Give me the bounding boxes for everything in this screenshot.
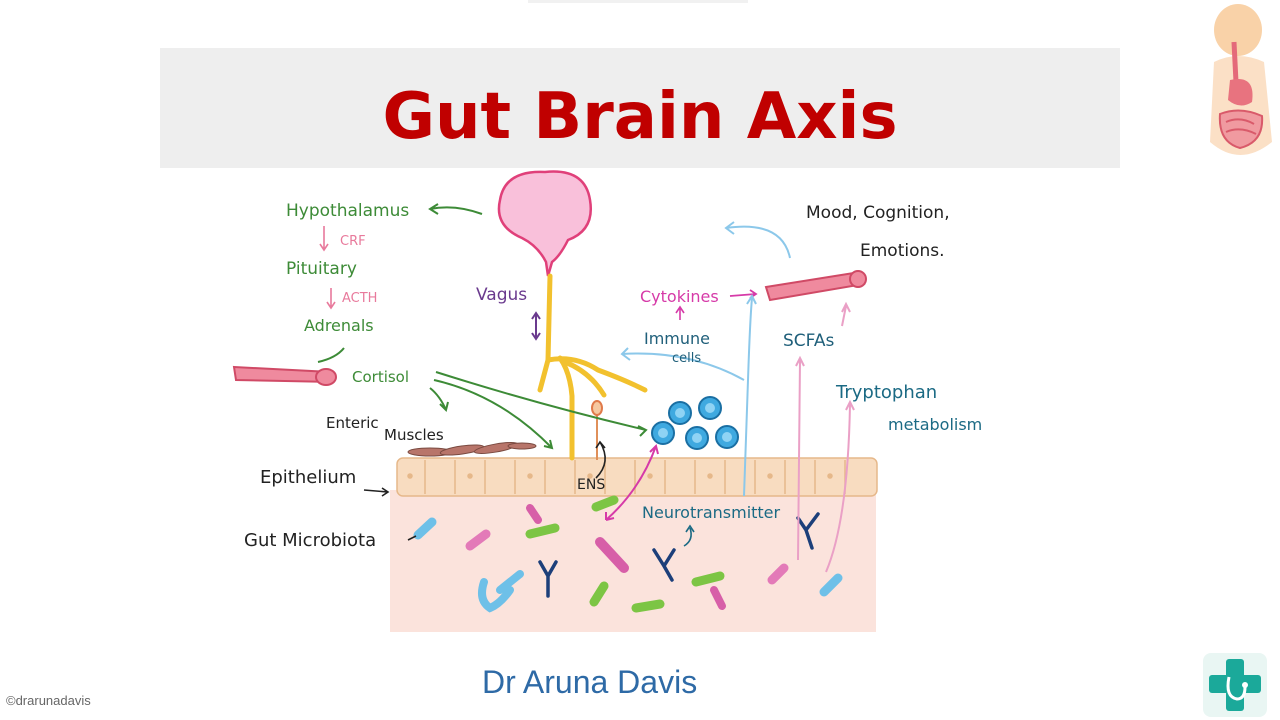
label-immune: Immune — [644, 329, 710, 348]
antibody-icons — [538, 512, 820, 598]
gut-microbiota-arrow — [407, 535, 417, 541]
label-metabolism: metabolism — [888, 415, 982, 434]
label-mood: Mood, Cognition, — [806, 203, 950, 223]
label-scfas: SCFAs — [783, 331, 835, 351]
label-cells: cells — [672, 351, 701, 366]
cortisol-to-immune-arrow — [435, 371, 648, 437]
label-tryptophan: Tryptophan — [835, 382, 937, 403]
page-title: Gut Brain Axis — [382, 80, 898, 154]
label-cytokines: Cytokines — [640, 287, 719, 306]
crf-arrow — [319, 226, 329, 252]
adrenals-to-cortisol-line — [317, 347, 345, 363]
enteric-muscle-cells — [407, 442, 537, 457]
label-enteric: Enteric — [326, 414, 379, 432]
immune-to-vagus-arrow — [620, 347, 745, 381]
label-ens: ENS — [577, 477, 605, 493]
label-epithelium: Epithelium — [260, 467, 356, 488]
label-gut-microbiota: Gut Microbiota — [244, 530, 376, 551]
brain-icon — [497, 170, 592, 277]
immune-to-cytokines-arrow — [675, 305, 685, 320]
title-banner: Gut Brain Axis — [160, 48, 1120, 168]
intestine-left — [232, 365, 337, 386]
label-pituitary: Pituitary — [286, 259, 357, 279]
intestine-right — [764, 270, 867, 302]
to-mood-arrow — [724, 221, 791, 259]
label-emotions: Emotions. — [860, 241, 945, 261]
brain-to-hypothalamus-arrow — [428, 203, 483, 215]
scfas-to-intestine-arrow — [841, 301, 851, 327]
label-crf: CRF — [340, 234, 366, 249]
epithelium-arrow — [363, 487, 390, 497]
acth-arrow — [326, 288, 336, 310]
medical-cross-logo — [1203, 653, 1267, 717]
vagus-double-arrow — [531, 311, 541, 341]
author-name: Dr Aruna Davis — [482, 664, 698, 700]
gut-microbes — [413, 495, 843, 613]
ens-neuron-icon — [591, 400, 603, 460]
ens-arrow — [595, 440, 606, 479]
label-acth: ACTH — [342, 291, 377, 306]
label-hypothalamus: Hypothalamus — [286, 201, 409, 221]
neurotransmitter-arrow — [683, 524, 695, 547]
cortisol-to-muscles-arrow — [429, 387, 449, 412]
label-vagus: Vagus — [476, 285, 527, 305]
neurotransmitter-double-arrow — [605, 444, 659, 521]
lumen-to-intestine-arrow — [743, 293, 757, 497]
top-decorative-bar — [528, 0, 748, 3]
digestive-system-icon — [1210, 4, 1272, 155]
microbe-to-scfas-arrow — [795, 355, 805, 561]
label-muscles: Muscles — [384, 426, 444, 444]
copyright-text: ©drarunadavis — [6, 693, 91, 708]
cortisol-to-epithelium-arrow — [433, 379, 554, 450]
microbe-to-tryptophan-arrow — [825, 399, 855, 573]
label-neurotransmitter: Neurotransmitter — [642, 503, 781, 522]
vagus-nerve — [537, 273, 648, 461]
label-adrenals: Adrenals — [304, 316, 374, 335]
label-cortisol: Cortisol — [352, 368, 409, 386]
epithelium-layer — [396, 457, 878, 497]
